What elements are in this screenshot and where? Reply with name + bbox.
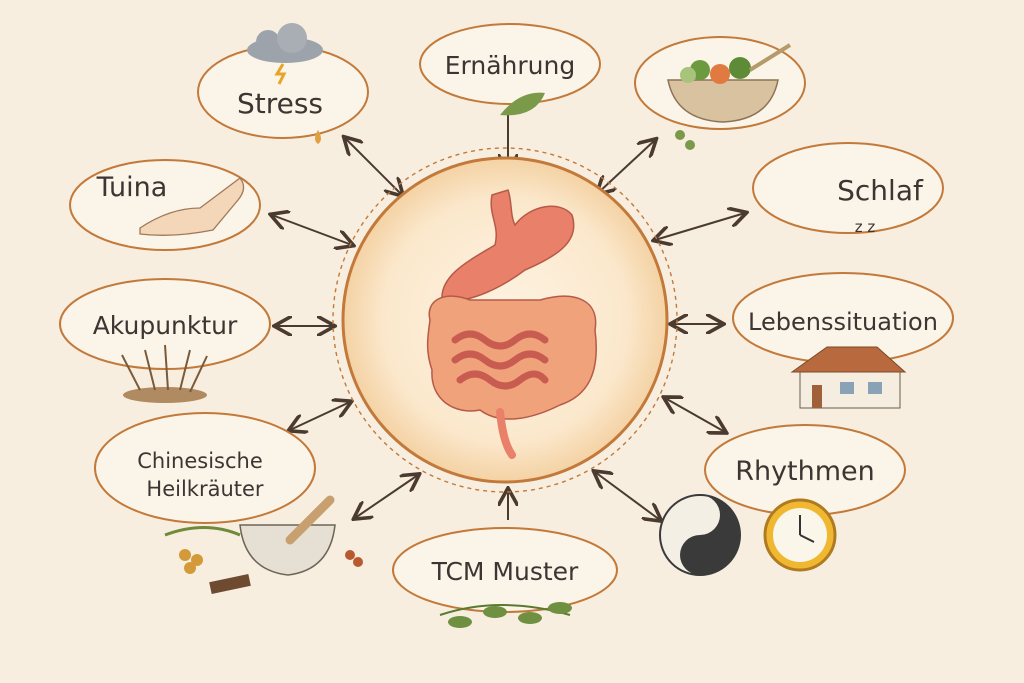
node-ernaehrung: Ernährung <box>419 23 601 116</box>
node-stress: Stress <box>197 23 369 144</box>
node-heilkraeuter: Chinesische Heilkräuter <box>94 412 363 595</box>
node-essen <box>634 36 806 150</box>
needles-icon <box>121 344 208 403</box>
connector-arrows <box>272 115 745 520</box>
node-akupunktur: Akupunktur <box>59 278 271 403</box>
node-label-line2: Heilkräuter <box>146 477 264 501</box>
arrow-rhythmen-2 <box>595 472 660 520</box>
arrow-rhythmen <box>665 398 725 432</box>
arrow-schlaf <box>655 213 745 240</box>
storm-cloud-icon <box>247 23 323 144</box>
node-label: Tuina <box>96 172 168 203</box>
node-label: Stress <box>237 87 323 120</box>
node-label-line1: Chinesische <box>137 449 263 473</box>
node-label: Ernährung <box>445 51 575 80</box>
node-label: Schlaf <box>837 174 924 207</box>
arrow-heilkraeuter <box>290 402 350 430</box>
node-schlaf: Schlaf z z <box>752 142 944 236</box>
node-label: Rhythmen <box>735 456 875 487</box>
mortar-herbs-icon <box>164 495 363 595</box>
herb-sprig-icon <box>439 602 572 628</box>
arrow-stress <box>345 138 402 195</box>
yin-yang-clock-icon <box>659 494 837 576</box>
center-digestive-circle <box>332 147 678 493</box>
node-tcm: TCM Muster <box>392 527 618 628</box>
arrow-tuina <box>272 215 352 245</box>
node-lebenssituation: Lebenssituation <box>732 272 954 409</box>
arrow-essen <box>598 140 655 193</box>
house-icon <box>790 346 907 409</box>
node-label: TCM Muster <box>431 557 579 586</box>
node-tuina: Tuina <box>69 159 261 251</box>
node-label: Akupunktur <box>93 311 238 340</box>
leaf-icon <box>500 92 545 116</box>
arrow-heilkraeuter-2 <box>355 475 418 518</box>
node-rhythmen: Rhythmen <box>659 424 906 576</box>
hand-icon <box>139 177 245 236</box>
node-label: Lebenssituation <box>748 308 938 336</box>
salad-bowl-icon <box>667 43 792 150</box>
sleep-z-icon: z z <box>855 218 876 236</box>
digestive-system-icon <box>426 189 597 459</box>
